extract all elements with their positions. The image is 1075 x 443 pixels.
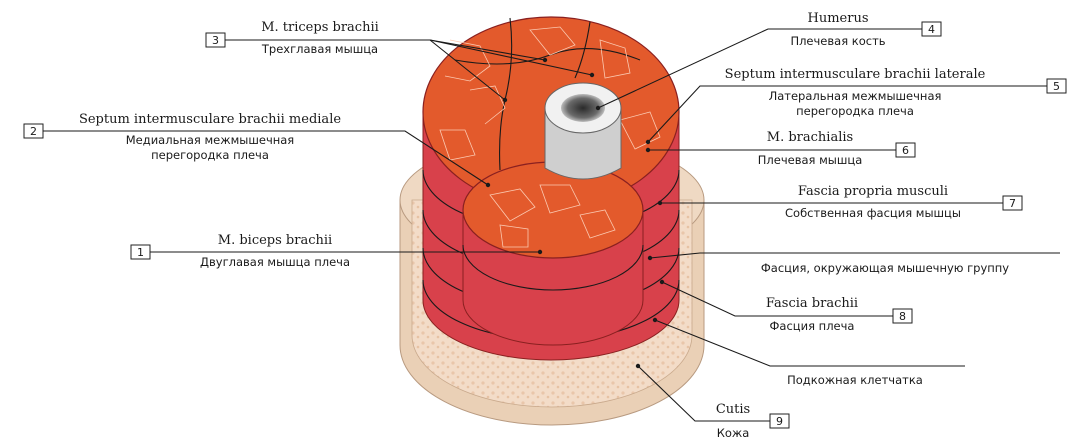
label-8-latin: Fascia brachii <box>766 296 858 311</box>
label-2-latin: Septum intermusculare brachii mediale <box>79 112 341 127</box>
label-2-russian-line1: Медиальная межмышечная <box>126 133 294 147</box>
label-9-latin: Cutis <box>716 402 750 417</box>
label-group-fascia-russian: Фасция, окружающая мышечную группу <box>761 261 1009 275</box>
label-9-russian: Кожа <box>717 426 750 440</box>
label-9-number: 9 <box>776 415 783 428</box>
label-3-russian: Трехглавая мышца <box>261 42 378 56</box>
label-2-number: 2 <box>30 125 37 138</box>
label-3-latin: M. triceps brachii <box>261 20 379 35</box>
label-1-number: 1 <box>137 246 144 259</box>
label-6-latin: M. brachialis <box>767 130 853 145</box>
label-8-number: 8 <box>899 310 906 323</box>
label-7-number: 7 <box>1009 197 1016 210</box>
label-5-russian-line1: Латеральная межмышечная <box>769 89 942 103</box>
label-7-latin: Fascia propria musculi <box>798 184 948 199</box>
label-5-russian-line2: перегородка плеча <box>796 104 914 118</box>
label-7-russian: Собственная фасция мышцы <box>785 206 961 220</box>
label-4-latin: Humerus <box>808 11 869 26</box>
label-4-russian: Плечевая кость <box>790 34 885 48</box>
illustration <box>400 17 704 425</box>
biceps-block <box>463 162 643 345</box>
label-6-number: 6 <box>902 144 909 157</box>
label-subcutaneous-russian: Подкожная клетчатка <box>787 373 923 387</box>
label-4-number: 4 <box>928 23 935 36</box>
label-1-russian: Двуглавая мышца плеча <box>200 255 350 269</box>
label-8-russian: Фасция плеча <box>770 319 855 333</box>
label-1-latin: M. biceps brachii <box>218 233 332 248</box>
label-5-number: 5 <box>1053 80 1060 93</box>
label-group-fascia: Фасция, окружающая мышечную группу <box>648 253 1060 275</box>
label-2-russian-line2: перегородка плеча <box>151 148 269 162</box>
label-7-fascia-propria: 7 Fascia propria musculi Собственная фас… <box>658 184 1022 220</box>
label-6-russian: Плечевая мышца <box>758 153 863 167</box>
humerus-bone <box>545 83 621 179</box>
label-5-septum-lateral: 5 Septum intermusculare brachii laterale… <box>646 67 1066 144</box>
label-6-brachialis: 6 M. brachialis Плечевая мышца <box>646 130 915 167</box>
label-3-number: 3 <box>212 34 219 47</box>
label-5-latin: Septum intermusculare brachii laterale <box>725 67 986 82</box>
